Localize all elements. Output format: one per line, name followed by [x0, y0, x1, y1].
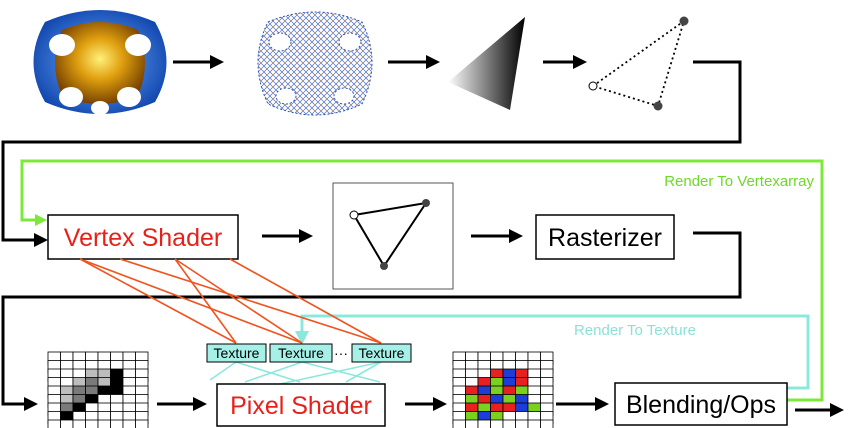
flow-arrow	[262, 229, 313, 243]
grid-cell	[515, 419, 529, 428]
grid-cell	[72, 419, 86, 428]
grid-cell	[527, 419, 541, 428]
render-to-texture-loop	[295, 314, 810, 390]
pipeline-connector	[1, 60, 742, 247]
blending-ops-box	[614, 382, 788, 426]
pixel-shader-texture-links	[209, 361, 382, 385]
solid-model-image	[33, 10, 167, 115]
flow-arrow	[388, 55, 440, 69]
grid-cell	[110, 419, 124, 428]
grid-cell	[502, 419, 516, 428]
texture-ellipsis: ···	[334, 345, 348, 361]
flow-arrow	[157, 397, 207, 411]
blending-ops-label: Blending/Ops	[626, 391, 776, 419]
shaded-pixel-grid	[452, 351, 554, 428]
render-to-vertexarray-loop	[20, 159, 824, 402]
texture-label: Texture	[278, 345, 324, 361]
texture-box	[269, 343, 333, 363]
vertex-shader-texture-links	[79, 258, 382, 344]
grid-cell	[122, 419, 136, 428]
grid-cell	[47, 419, 61, 428]
render-to-vertexarray-label: Render To Vertexarray	[664, 173, 814, 190]
render-to-texture-label: Render To Texture	[574, 322, 696, 339]
texture-label: Texture	[214, 345, 260, 361]
flow-arrow	[405, 397, 447, 411]
grid-cell	[477, 419, 491, 428]
grid-cell	[490, 419, 504, 428]
grid-cell	[540, 419, 554, 428]
grid-cell	[452, 419, 466, 428]
transformed-triangle-image	[332, 182, 454, 290]
grid-cell	[135, 419, 149, 428]
grid-cell	[85, 419, 99, 428]
grid-cell	[97, 419, 111, 428]
pipeline-connector	[1, 231, 742, 411]
texture-label: Texture	[359, 345, 405, 361]
flow-arrow	[471, 229, 523, 243]
vertex-shader-label: Vertex Shader	[64, 224, 222, 252]
wireframe-mesh-image	[257, 11, 373, 116]
pixel-shader-box	[216, 383, 386, 427]
output-arrow	[795, 403, 844, 417]
rasterizer-box	[535, 214, 675, 260]
grid-cell	[465, 419, 479, 428]
rasterized-fragment-grid	[47, 351, 149, 428]
flow-arrow	[173, 55, 224, 69]
flow-arrow	[556, 397, 609, 411]
grid-cell	[60, 419, 74, 428]
flow-arrow	[543, 55, 587, 69]
triangle-vertices-image	[588, 16, 689, 111]
vertex-shader-box	[47, 214, 239, 260]
texture-box	[206, 343, 267, 363]
pixel-shader-label: Pixel Shader	[230, 392, 372, 420]
shaded-triangle-image	[448, 17, 525, 110]
rasterizer-label: Rasterizer	[548, 224, 662, 252]
texture-box	[351, 343, 412, 363]
